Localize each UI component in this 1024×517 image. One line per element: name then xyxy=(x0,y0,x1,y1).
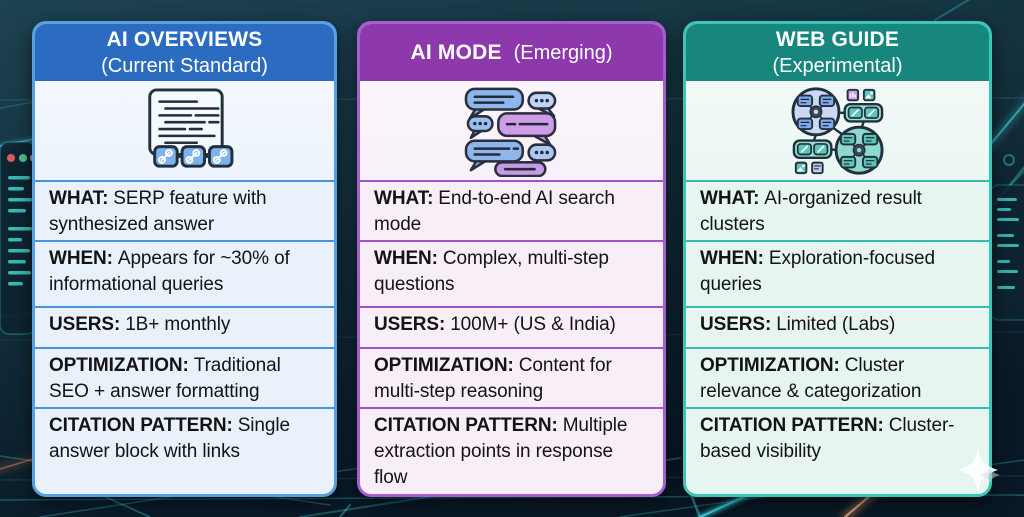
four-point-sparkle-icon xyxy=(958,447,1000,493)
document-with-link-chips-icon xyxy=(147,87,233,168)
card-ai-overviews-header: AI OVERVIEWS (Current Standard) xyxy=(35,24,334,81)
row-when: WHEN:Exploration-focused queries xyxy=(686,240,989,306)
row-optimization: OPTIMIZATION:Traditional SEO + answer fo… xyxy=(35,347,334,407)
right-code-panel xyxy=(989,154,1024,321)
row-users: USERS:Limited (Labs) xyxy=(686,306,989,347)
card-ai-overviews: AI OVERVIEWS (Current Standard) xyxy=(32,21,337,497)
card-ai-mode-header: AI MODE (Emerging) xyxy=(360,24,663,81)
card-web-guide: WEB GUIDE (Experimental) xyxy=(683,21,992,497)
row-citation-pattern: CITATION PATTERN:Multiple extraction poi… xyxy=(360,407,663,494)
card-subtitle: (Emerging) xyxy=(513,41,613,64)
card-title: AI OVERVIEWS xyxy=(106,27,263,51)
card-icon-area xyxy=(686,81,989,180)
chat-bubbles-icon xyxy=(464,87,556,177)
card-web-guide-header: WEB GUIDE (Experimental) xyxy=(686,24,989,81)
row-citation-pattern: CITATION PATTERN:Cluster-based visibilit… xyxy=(686,407,989,494)
row-users: USERS:1B+ monthly xyxy=(35,306,334,347)
card-icon-area xyxy=(360,81,663,180)
cluster-network-icon xyxy=(791,86,884,175)
row-optimization: OPTIMIZATION:Cluster relevance & categor… xyxy=(686,347,989,407)
row-when: WHEN:Appears for ~30% of informational q… xyxy=(35,240,334,306)
card-ai-mode: AI MODE (Emerging) xyxy=(357,21,666,497)
row-citation-pattern: CITATION PATTERN:Single answer block wit… xyxy=(35,407,334,494)
row-what: WHAT:AI-organized result clusters xyxy=(686,180,989,240)
row-users: USERS:100M+ (US & India) xyxy=(360,306,663,347)
row-what: WHAT:SERP feature with synthesized answe… xyxy=(35,180,334,240)
row-optimization: OPTIMIZATION:Content for multi-step reas… xyxy=(360,347,663,407)
card-subtitle: (Experimental) xyxy=(772,54,903,77)
card-subtitle: (Current Standard) xyxy=(101,54,268,77)
card-title: WEB GUIDE xyxy=(775,27,900,51)
card-title: AI MODE xyxy=(410,40,502,64)
row-when: WHEN:Complex, multi-step questions xyxy=(360,240,663,306)
row-what: WHAT:End-to-end AI search mode xyxy=(360,180,663,240)
card-icon-area xyxy=(35,81,334,180)
